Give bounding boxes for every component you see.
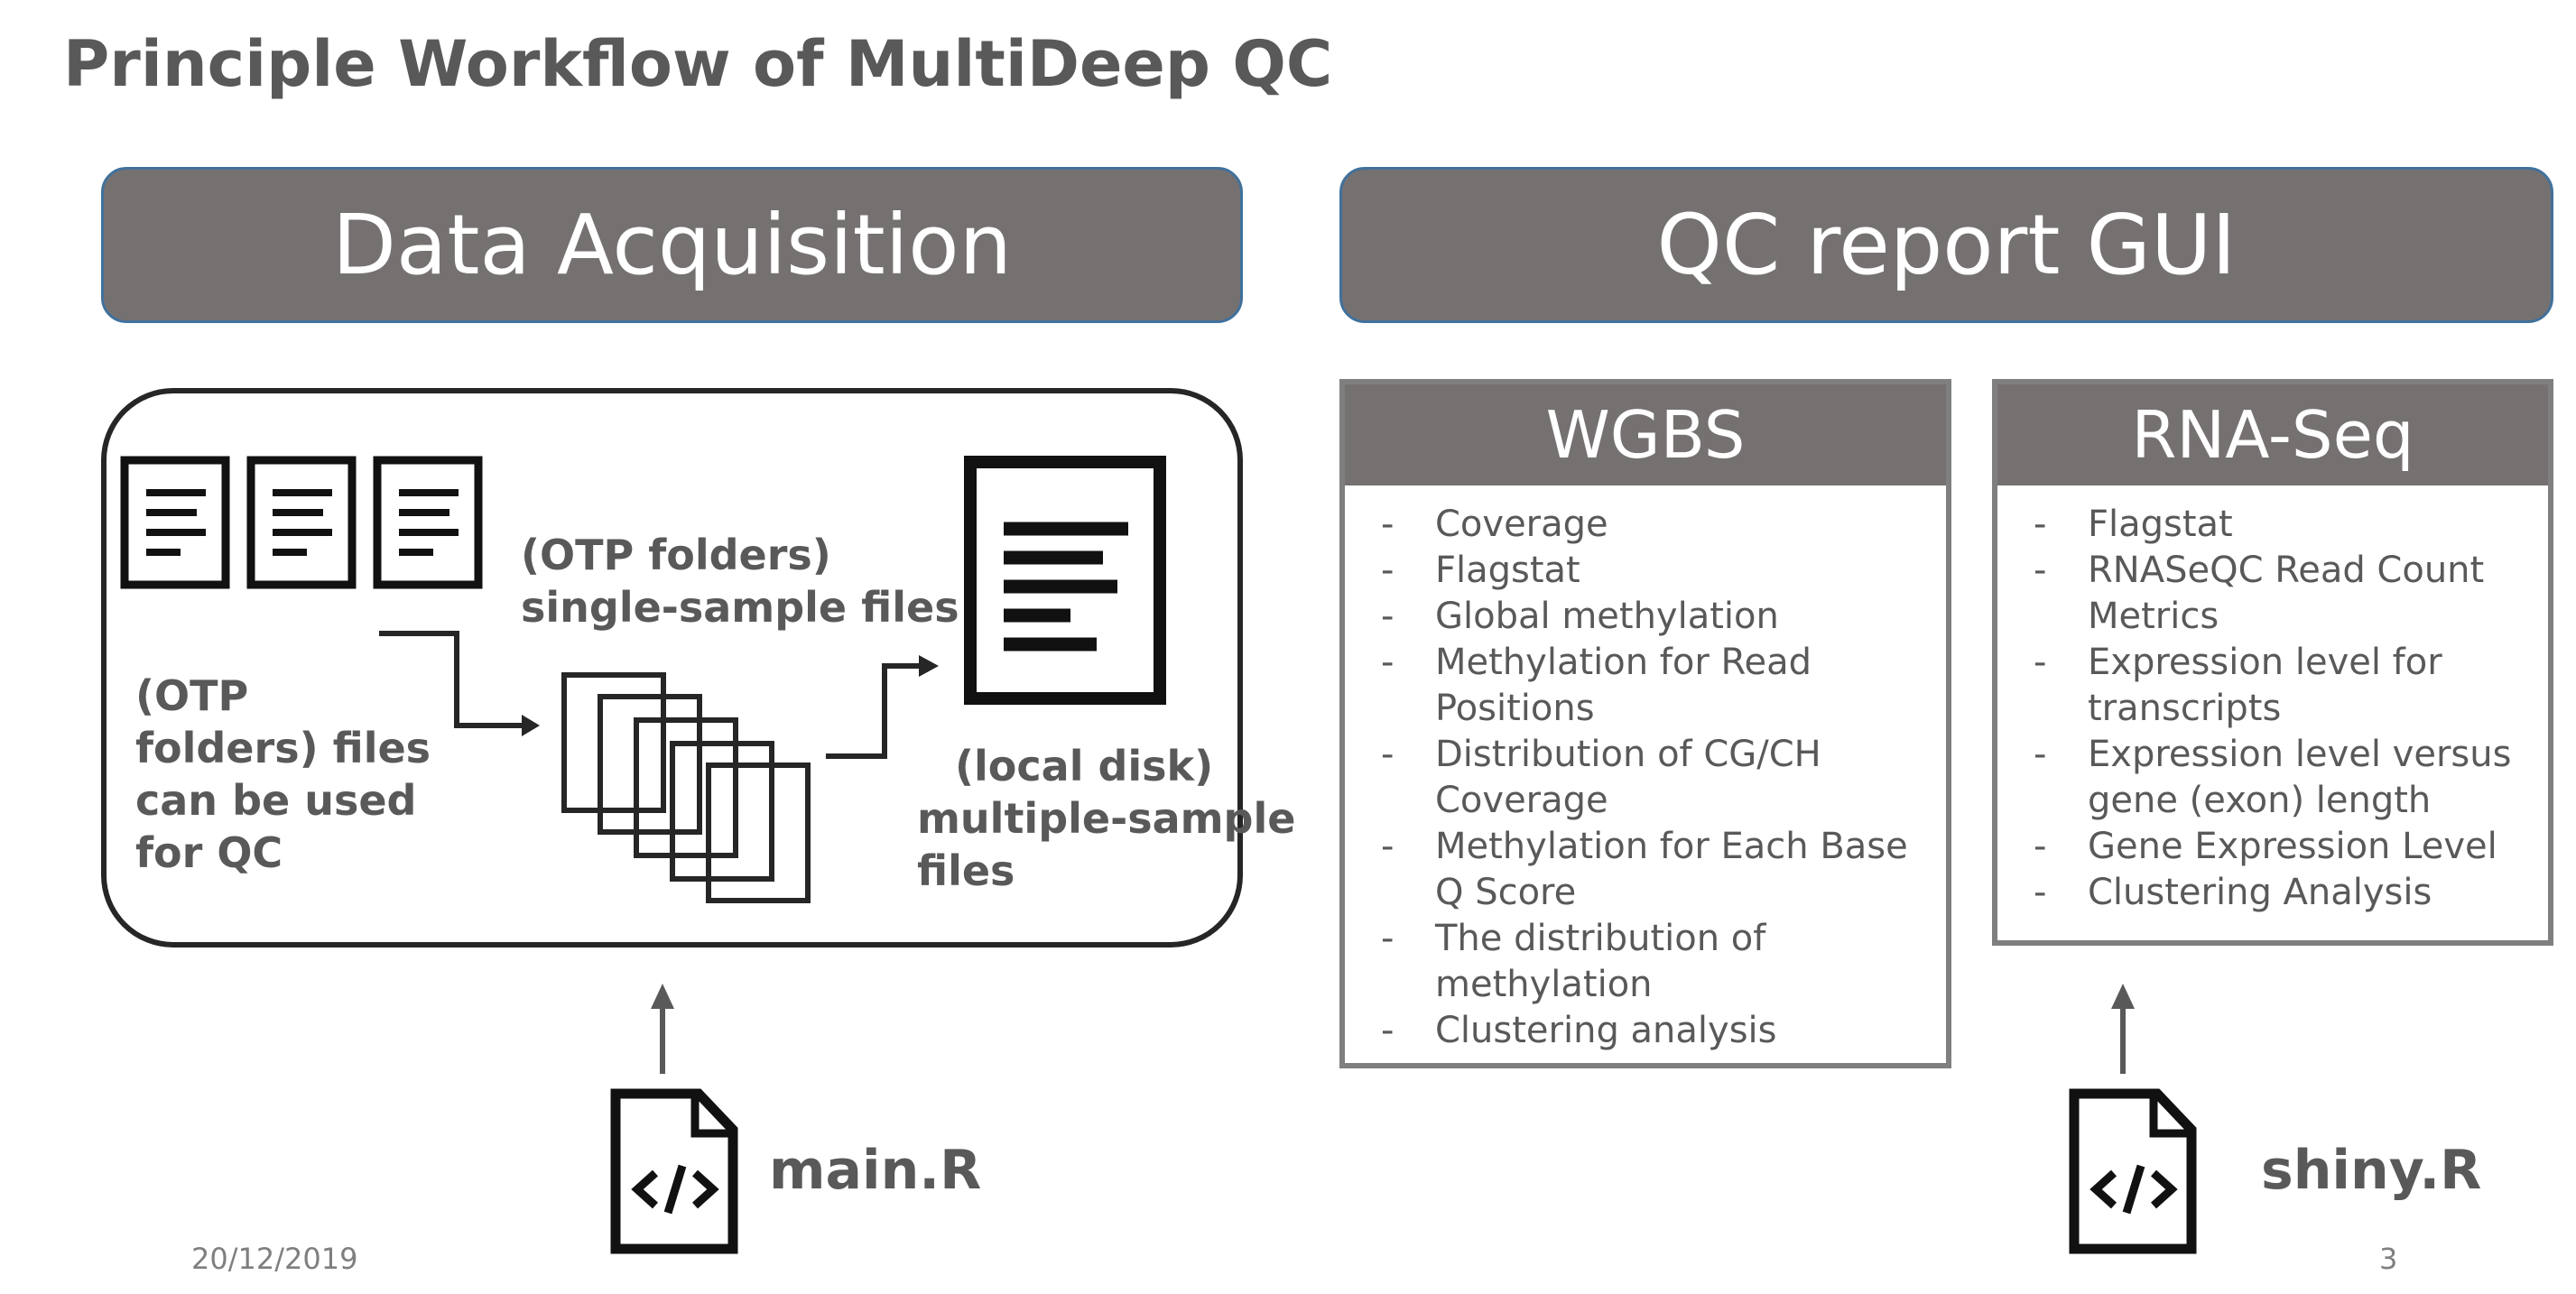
code-file-icon	[610, 1088, 738, 1254]
arrow-icon	[651, 984, 674, 1074]
rnaseq-metric-item: Expression level for transcripts	[1997, 640, 2548, 732]
wgbs-metric-item-text: Global methylation	[1435, 596, 1779, 637]
wgbs-metric-item-text: Clustering analysis	[1435, 1010, 1777, 1051]
single-sample-files-label: single-sample files	[521, 583, 959, 632]
rnaseq-metric-item-text: RNASeQC Read Count	[2088, 550, 2485, 591]
code-file-icon	[2069, 1088, 2197, 1254]
slide-date: 20/12/2019	[191, 1242, 358, 1276]
rnaseq-metric-item-text: gene (exon) length	[2088, 780, 2432, 821]
slide-title: Principle Workflow of MultiDeep QC	[63, 27, 1333, 101]
document-icon	[246, 456, 357, 589]
wgbs-metric-item-text: Methylation for Each Base	[1435, 826, 1908, 867]
wgbs-metric-item-text: Coverage	[1435, 780, 1608, 821]
rnaseq-metric-item-text: Expression level for	[2088, 642, 2442, 683]
rnaseq-title: RNA-Seq	[1997, 384, 2548, 485]
rnaseq-metric-item-text: Metrics	[2088, 596, 2219, 637]
wgbs-metric-item-text: Positions	[1435, 688, 1595, 729]
wgbs-metric-item-text: Distribution of CG/CH	[1435, 734, 1821, 775]
wgbs-metric-item: Clustering analysis	[1345, 1008, 1946, 1054]
wgbs-metric-item: Distribution of CG/CH Coverage	[1345, 732, 1946, 824]
qc-usage-label-line: folders) files	[135, 724, 431, 772]
wgbs-metric-item-text: Flagstat	[1435, 550, 1580, 591]
qc-usage-label-line: can be used	[135, 776, 417, 825]
wgbs-metric-item-text: The distribution of	[1435, 918, 1766, 959]
rnaseq-metric-item: Clustering Analysis	[1997, 870, 2548, 916]
qc-report-gui-header: QC report GUI	[1339, 167, 2553, 323]
wgbs-metric-item-text: Methylation for Read	[1435, 642, 1812, 683]
wgbs-panel: WGBS CoverageFlagstatGlobal methylationM…	[1339, 379, 1951, 1068]
arrow-icon	[826, 655, 939, 759]
rnaseq-metric-list: FlagstatRNASeQC Read CountMetricsExpress…	[1997, 485, 2548, 916]
wgbs-metric-item-text: methylation	[1435, 964, 1653, 1005]
document-icon	[373, 456, 483, 589]
rnaseq-metric-item-text: Clustering Analysis	[2088, 872, 2432, 913]
arrow-icon	[379, 631, 540, 736]
slide-page-number: 3	[2379, 1242, 2398, 1276]
document-icon	[964, 456, 1166, 705]
multiple-sample-label: multiple-sample	[917, 794, 1296, 843]
rnaseq-metric-item-text: transcripts	[2088, 688, 2282, 729]
rnaseq-metric-item: Gene Expression Level	[1997, 824, 2548, 870]
data-acquisition-header: Data Acquisition	[101, 167, 1243, 323]
rnaseq-metric-item-text: Expression level versus	[2088, 734, 2512, 775]
wgbs-metric-list: CoverageFlagstatGlobal methylationMethyl…	[1345, 485, 1946, 1054]
wgbs-metric-item-text: Q Score	[1435, 872, 1577, 913]
files-label: files	[917, 846, 1015, 895]
wgbs-metric-item: Coverage	[1345, 502, 1946, 548]
rnaseq-metric-item: Expression level versus gene (exon) lengt…	[1997, 732, 2548, 824]
rnaseq-metric-item-text: Gene Expression Level	[2088, 826, 2497, 867]
arrow-icon	[2111, 984, 2135, 1074]
wgbs-metric-item: Global methylation	[1345, 594, 1946, 640]
rnaseq-metric-item: Flagstat	[1997, 502, 2548, 548]
qc-usage-label-line: for QC	[135, 828, 283, 877]
wgbs-metric-item: Flagstat	[1345, 548, 1946, 594]
main-r-label: main.R	[769, 1139, 982, 1202]
rnaseq-metric-item-text: Flagstat	[2088, 504, 2233, 545]
wgbs-metric-item-text: Coverage	[1435, 504, 1608, 545]
wgbs-metric-item: The distribution of methylation	[1345, 916, 1946, 1008]
wgbs-metric-item: Methylation for Each Base Q Score	[1345, 824, 1946, 916]
local-disk-label: (local disk)	[955, 742, 1214, 790]
rnaseq-panel: RNA-Seq FlagstatRNASeQC Read CountMetric…	[1992, 379, 2553, 946]
document-icon	[120, 456, 230, 589]
stacked-files-icon	[561, 672, 811, 903]
qc-usage-label-line: (OTP	[135, 671, 249, 720]
wgbs-title: WGBS	[1345, 384, 1946, 485]
shiny-r-label: shiny.R	[2261, 1139, 2482, 1202]
otp-folders-label: (OTP folders)	[521, 531, 831, 579]
